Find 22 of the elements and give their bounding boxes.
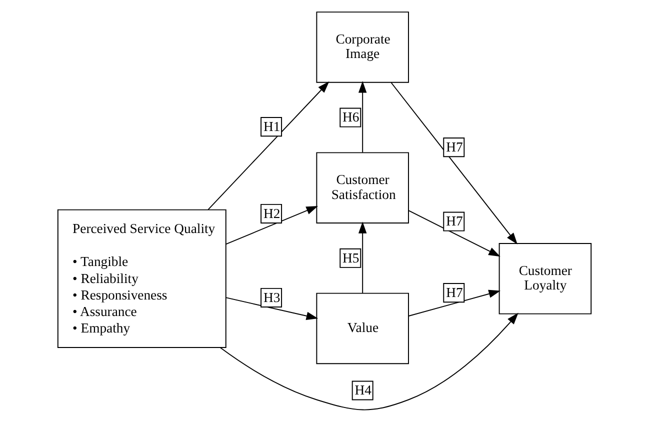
node-box: Customer Satisfaction: [316, 152, 409, 224]
edge-label: H7: [446, 214, 463, 229]
edge-label: H3: [263, 290, 280, 305]
arrow: [408, 290, 500, 317]
edge-label: H7: [446, 139, 463, 154]
edge-label: H1: [263, 118, 280, 134]
arrow: [225, 297, 318, 320]
node-box: Corporate Image: [316, 12, 409, 83]
node-box: Perceived Service Quality • Tangible • Reliability • Responsiveness • Assurance • Empathy: [57, 209, 226, 348]
edge-label: H7: [446, 284, 463, 300]
arrow: [358, 80, 367, 153]
arrow: [390, 82, 518, 244]
arrow: [208, 81, 330, 210]
arrow: [220, 312, 518, 410]
edge-label: H4: [354, 382, 372, 398]
arrow: [358, 222, 367, 294]
node-box: Customer Loyalty: [498, 243, 592, 314]
edge-label: H5: [342, 250, 360, 266]
node-box: Value: [316, 292, 409, 364]
edge-label: H6: [342, 110, 360, 125]
arrow: [225, 206, 318, 245]
edge-label: H2: [263, 206, 280, 221]
